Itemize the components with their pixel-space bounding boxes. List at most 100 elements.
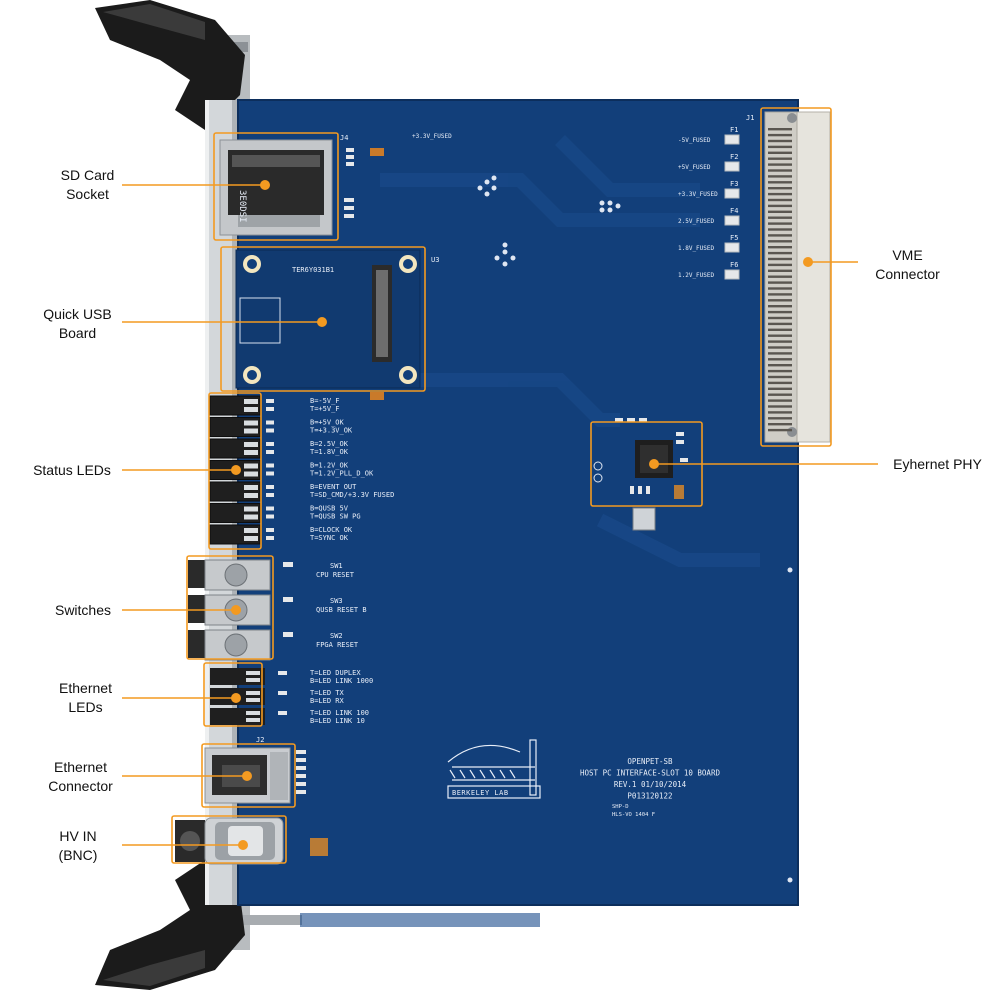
ethernet-led-housing bbox=[210, 668, 265, 685]
vme-pin-row bbox=[768, 405, 792, 408]
ethernet-led-label: T=LED TX bbox=[310, 689, 345, 697]
fuse-ref: F1 bbox=[730, 126, 738, 134]
vme-pin-row bbox=[768, 287, 792, 290]
switch-label: CPU RESET bbox=[316, 571, 355, 579]
ethernet-led-lens bbox=[246, 691, 260, 695]
switch-ref: SW2 bbox=[330, 632, 343, 640]
fuse-net-label: +3.3V_FUSED bbox=[678, 191, 718, 198]
status-led-lens bbox=[244, 471, 258, 477]
led-resistor bbox=[266, 528, 274, 532]
vme-pin-row bbox=[768, 198, 792, 202]
vme-pin-row bbox=[768, 240, 792, 243]
logo-text: BERKELEY LAB bbox=[452, 789, 509, 797]
sd-resistors bbox=[344, 148, 354, 218]
status-led-lens bbox=[244, 506, 258, 512]
vme-pin-row bbox=[768, 228, 792, 231]
vme-pin-row bbox=[768, 181, 792, 184]
status-led-housing bbox=[209, 395, 261, 416]
fuse bbox=[724, 269, 740, 280]
status-led-lens bbox=[244, 536, 258, 541]
vme-pin-row bbox=[768, 133, 792, 137]
status-led-lens bbox=[244, 528, 258, 533]
status-led-lens bbox=[244, 493, 258, 498]
pcb-vias bbox=[477, 175, 793, 883]
vme-pin-row bbox=[768, 393, 792, 396]
vme-pin-row bbox=[768, 316, 792, 320]
vme-pin-row bbox=[768, 216, 792, 219]
u3-ref: U3 bbox=[431, 256, 439, 264]
switch-resistor bbox=[283, 562, 293, 567]
ethernet-led-housing bbox=[210, 688, 265, 705]
eth-resistors bbox=[296, 750, 306, 794]
status-led-lens bbox=[244, 428, 258, 434]
ethernet-led-lens bbox=[246, 711, 260, 715]
vme-pin-row bbox=[768, 139, 792, 143]
board-title-line: P013120122 bbox=[627, 792, 672, 801]
status-led-housing bbox=[209, 524, 261, 545]
ethernet-led-resistor bbox=[278, 671, 287, 675]
switch-ref: SW3 bbox=[330, 597, 343, 605]
vme-pin-row bbox=[768, 375, 792, 379]
vme-pin-row bbox=[768, 334, 792, 337]
fuse-ref: F3 bbox=[730, 180, 738, 188]
led-resistor bbox=[266, 485, 274, 489]
led-resistor bbox=[266, 471, 274, 476]
ethernet-led-lens bbox=[246, 671, 260, 675]
vme-pin-row bbox=[768, 364, 792, 367]
bnc-connector bbox=[175, 817, 284, 865]
vme-pin-row bbox=[768, 187, 792, 190]
vme-pin-row bbox=[768, 417, 792, 420]
led-resistor bbox=[266, 536, 274, 540]
board-small-line: SHP-D bbox=[612, 804, 629, 810]
u3-part: TER6Y031B1 bbox=[292, 266, 334, 274]
status-led-label: T=1.2V_PLL_D_OK bbox=[310, 470, 374, 478]
vme-pin-row bbox=[768, 352, 792, 355]
fuse-ref: F4 bbox=[730, 207, 738, 215]
status-led-label: T=+3.3V_OK bbox=[310, 427, 353, 435]
capacitor bbox=[370, 392, 384, 400]
switch-resistor bbox=[283, 632, 293, 637]
fuse-ref: F5 bbox=[730, 234, 738, 242]
vme-pin-row bbox=[768, 169, 792, 172]
status-led-lens bbox=[244, 485, 258, 490]
label-ethernet-phy: Eyhernet PHY bbox=[893, 456, 982, 472]
capacitor bbox=[370, 148, 384, 156]
vme-pin-row bbox=[768, 322, 792, 326]
vme-pin-row bbox=[768, 299, 792, 302]
status-led-label: B=-5V_F bbox=[310, 397, 340, 405]
switch-button bbox=[224, 598, 248, 622]
vme-pin-row bbox=[768, 423, 792, 426]
status-led-label: B=QUSB 5V bbox=[310, 505, 349, 513]
vme-pin-row bbox=[768, 399, 792, 402]
ethernet-connector bbox=[204, 747, 291, 804]
vme-pin-row bbox=[768, 310, 792, 314]
vme-pin-row bbox=[768, 192, 792, 196]
j2-ref: J2 bbox=[256, 736, 264, 744]
status-led-housing bbox=[209, 460, 261, 480]
svg-text:3E0DSI: 3E0DSI bbox=[237, 190, 247, 223]
status-led-label: B=EVENT OUT bbox=[310, 483, 357, 491]
vme-pin-row bbox=[768, 251, 792, 255]
fuse bbox=[724, 161, 740, 172]
vme-pin-row bbox=[768, 328, 792, 331]
label-hv-in-bnc: HV IN(BNC) bbox=[58, 828, 98, 863]
status-led-label: B=1.2V_OK bbox=[310, 462, 349, 470]
vme-pin-row bbox=[768, 340, 792, 343]
led-resistor bbox=[266, 450, 274, 454]
status-led-label: T=QUSB SW PG bbox=[310, 513, 361, 521]
fuse-net-label: 2.5V_FUSED bbox=[678, 218, 715, 225]
vme-pin-row bbox=[768, 269, 792, 272]
vme-pin-row bbox=[768, 163, 792, 166]
switch-label: QUSB RESET B bbox=[316, 606, 367, 614]
board-title-line: OPENPET-SB bbox=[627, 757, 673, 766]
status-led-label: T=SD_CMD/+3.3V FUSED bbox=[310, 491, 394, 499]
led-resistor bbox=[266, 399, 274, 403]
status-led-lens bbox=[244, 420, 258, 426]
fuse-ref: F2 bbox=[730, 153, 738, 161]
pcb-traces bbox=[300, 135, 760, 927]
label-switches: Switches bbox=[54, 602, 112, 618]
fused-net-label: +3.3V_FUSED bbox=[412, 133, 452, 140]
board-title-line: HOST PC INTERFACE-SLOT 10 BOARD bbox=[580, 769, 720, 778]
